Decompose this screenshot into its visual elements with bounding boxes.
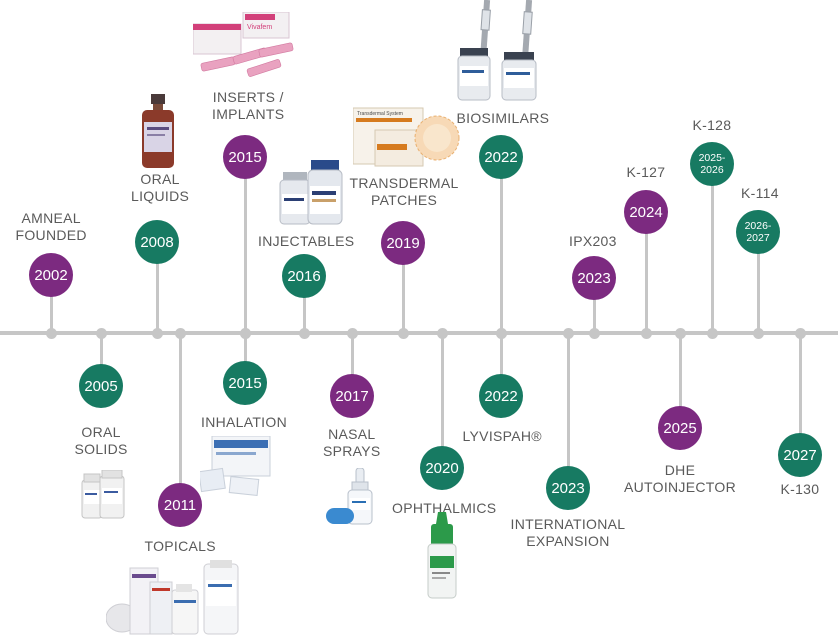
timeline-dot: [588, 327, 600, 339]
milestone-label: NASAL SPRAYS: [323, 426, 381, 459]
timeline-stem: [678, 333, 682, 428]
bottles-icon: [81, 470, 125, 519]
patches-icon: Transdermal System: [353, 107, 460, 167]
timeline-dot: [752, 327, 764, 339]
timeline-stem: [243, 157, 247, 333]
pen-vials-icon: [457, 0, 537, 101]
milestone-label: ORAL SOLIDS: [74, 424, 128, 457]
vials-icon: [279, 160, 343, 225]
timeline-dot: [239, 327, 251, 339]
timeline-stem: [798, 333, 802, 455]
year-badge: 2016: [282, 254, 326, 298]
timeline-dot: [174, 327, 186, 339]
timeline-dot: [495, 327, 507, 339]
milestone-label: ORAL LIQUIDS: [131, 171, 190, 204]
year-badge: 2022: [479, 135, 523, 179]
timeline-dot: [794, 327, 806, 339]
milestone-label: INJECTABLES: [258, 233, 355, 249]
year-badge: 2025: [658, 406, 702, 450]
nasal-spray-icon: [326, 468, 373, 525]
year-badge: 2017: [330, 374, 374, 418]
year-badge: 2015: [223, 361, 267, 405]
milestone-label: K-127: [626, 164, 666, 180]
year-badge: 2019: [381, 221, 425, 265]
year-badge: 2002: [29, 253, 73, 297]
liquid-bottle-icon: [142, 94, 174, 168]
timeline-stem: [592, 278, 596, 333]
topical-products-icon: [106, 560, 239, 635]
timeline-stem: [644, 212, 648, 333]
timeline-stem: [440, 333, 444, 468]
timeline-dot: [346, 327, 358, 339]
insert-boxes-icon: Vivafem: [193, 12, 294, 77]
timeline-stem: [243, 333, 247, 383]
milestone-label: INSERTS / IMPLANTS: [212, 89, 285, 122]
milestone-label: INTERNATIONAL EXPANSION: [510, 516, 626, 549]
milestone-label: INHALATION: [201, 414, 287, 430]
milestone-label: DHE AUTOINJECTOR: [624, 462, 736, 495]
timeline-stem: [499, 157, 503, 333]
milestone-label: LYVISPAH®: [462, 428, 542, 444]
patch-text: Transdermal System: [357, 111, 403, 117]
year-badge: 2020: [420, 446, 464, 490]
timeline-stem: [178, 333, 182, 505]
timeline-stem: [99, 333, 103, 386]
timeline-dot: [151, 327, 163, 339]
year-badge: 2008: [135, 220, 179, 264]
year-badge: 2025- 2026: [690, 142, 734, 186]
milestone-label: OPHTHALMICS: [392, 500, 497, 516]
eye-drop-bottle-icon: [427, 512, 457, 599]
timeline-stem: [350, 333, 354, 396]
timeline-dot: [706, 327, 718, 339]
timeline-stem: [756, 232, 760, 333]
timeline-dot: [397, 327, 409, 339]
timeline-dot: [298, 327, 310, 339]
timeline-stem: [155, 242, 159, 333]
year-badge: 2022: [479, 374, 523, 418]
milestone-label: IPX203: [569, 233, 617, 249]
milestone-label: K-128: [692, 117, 732, 133]
milestone-label: BIOSIMILARS: [456, 110, 550, 126]
inhalation-box-icon: [200, 436, 271, 496]
timeline-dot: [436, 327, 448, 339]
year-badge: 2026- 2027: [736, 210, 780, 254]
timeline-dot: [674, 327, 686, 339]
vivafem-text: Vivafem: [247, 24, 272, 31]
year-badge: 2011: [158, 483, 202, 527]
timeline-dot: [562, 327, 574, 339]
year-badge: 2005: [79, 364, 123, 408]
timeline-dot: [95, 327, 107, 339]
timeline-stem: [566, 333, 570, 488]
year-badge: 2023: [546, 466, 590, 510]
milestone-label: AMNEAL FOUNDED: [15, 210, 87, 243]
timeline-stem: [49, 275, 53, 333]
timeline-stem: [499, 333, 503, 396]
timeline-stem: [710, 164, 714, 333]
timeline-dot: [45, 327, 57, 339]
year-badge: 2015: [223, 135, 267, 179]
milestone-label: TRANSDERMAL PATCHES: [349, 175, 459, 208]
timeline-stem: [302, 276, 306, 333]
timeline-dot: [640, 327, 652, 339]
year-badge: 2023: [572, 256, 616, 300]
year-badge: 2027: [778, 433, 822, 477]
timeline-stem: [401, 243, 405, 333]
milestone-label: K-114: [741, 185, 779, 201]
milestone-label: K-130: [780, 481, 820, 497]
year-badge: 2024: [624, 190, 668, 234]
timeline-axis: [0, 331, 838, 335]
milestone-label: TOPICALS: [144, 538, 216, 554]
